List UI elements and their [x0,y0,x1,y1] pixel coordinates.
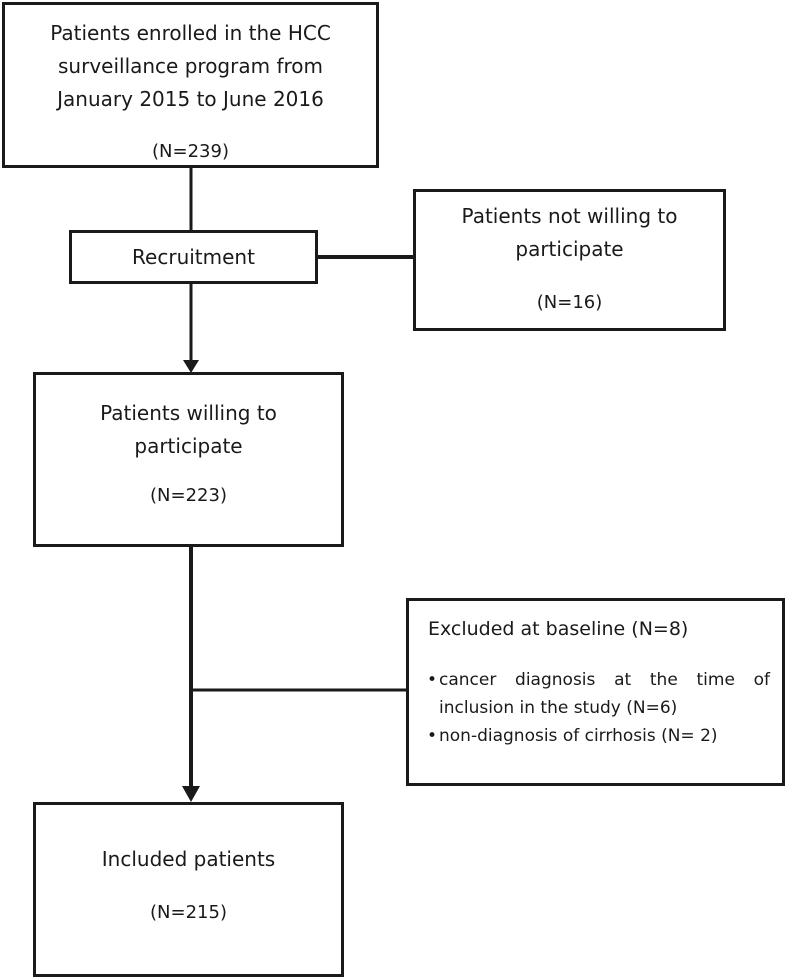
enrolled-line-1: Patients enrolled in the HCC [50,21,331,45]
not-willing-line-2: participate [515,237,624,261]
not-willing-label: Patients not willing to participate [416,200,723,266]
recruitment-label: Recruitment [132,245,255,269]
willing-box: Patients willing to participate (N=223) [33,372,344,547]
enrolled-line-2: surveillance program from [58,54,323,78]
enrolled-line-3: January 2015 to June 2016 [57,87,324,111]
excluded-reasons-list: cancer diagnosis at the time of inclusio… [427,666,770,750]
excluded-heading: Excluded at baseline (N=8) [428,618,689,640]
excluded-box: Excluded at baseline (N=8) cancer diagno… [406,598,785,786]
arrowhead-willing [183,360,199,373]
not-willing-count: (N=16) [536,292,603,313]
included-label: Included patients [36,843,341,876]
enrolled-patients-box: Patients enrolled in the HCC surveillanc… [2,2,379,168]
not-willing-box: Patients not willing to participate (N=1… [413,189,726,331]
included-box: Included patients (N=215) [33,802,344,977]
willing-label: Patients willing to participate [36,397,341,463]
willing-count: (N=223) [150,485,227,506]
willing-line-1: Patients willing to [100,401,277,425]
not-willing-line-1: Patients not willing to [461,204,678,228]
enrolled-patients-label: Patients enrolled in the HCC surveillanc… [5,17,376,116]
excluded-reason-item: non-diagnosis of cirrhosis (N= 2) [427,722,770,750]
included-line-1: Included patients [101,847,276,871]
enrolled-count: (N=239) [152,141,229,162]
willing-line-2: participate [134,434,243,458]
arrowhead-included [182,786,200,802]
excluded-reason-item: cancer diagnosis at the time of inclusio… [427,666,770,722]
recruitment-box: Recruitment [69,230,318,284]
included-count: (N=215) [150,902,227,923]
